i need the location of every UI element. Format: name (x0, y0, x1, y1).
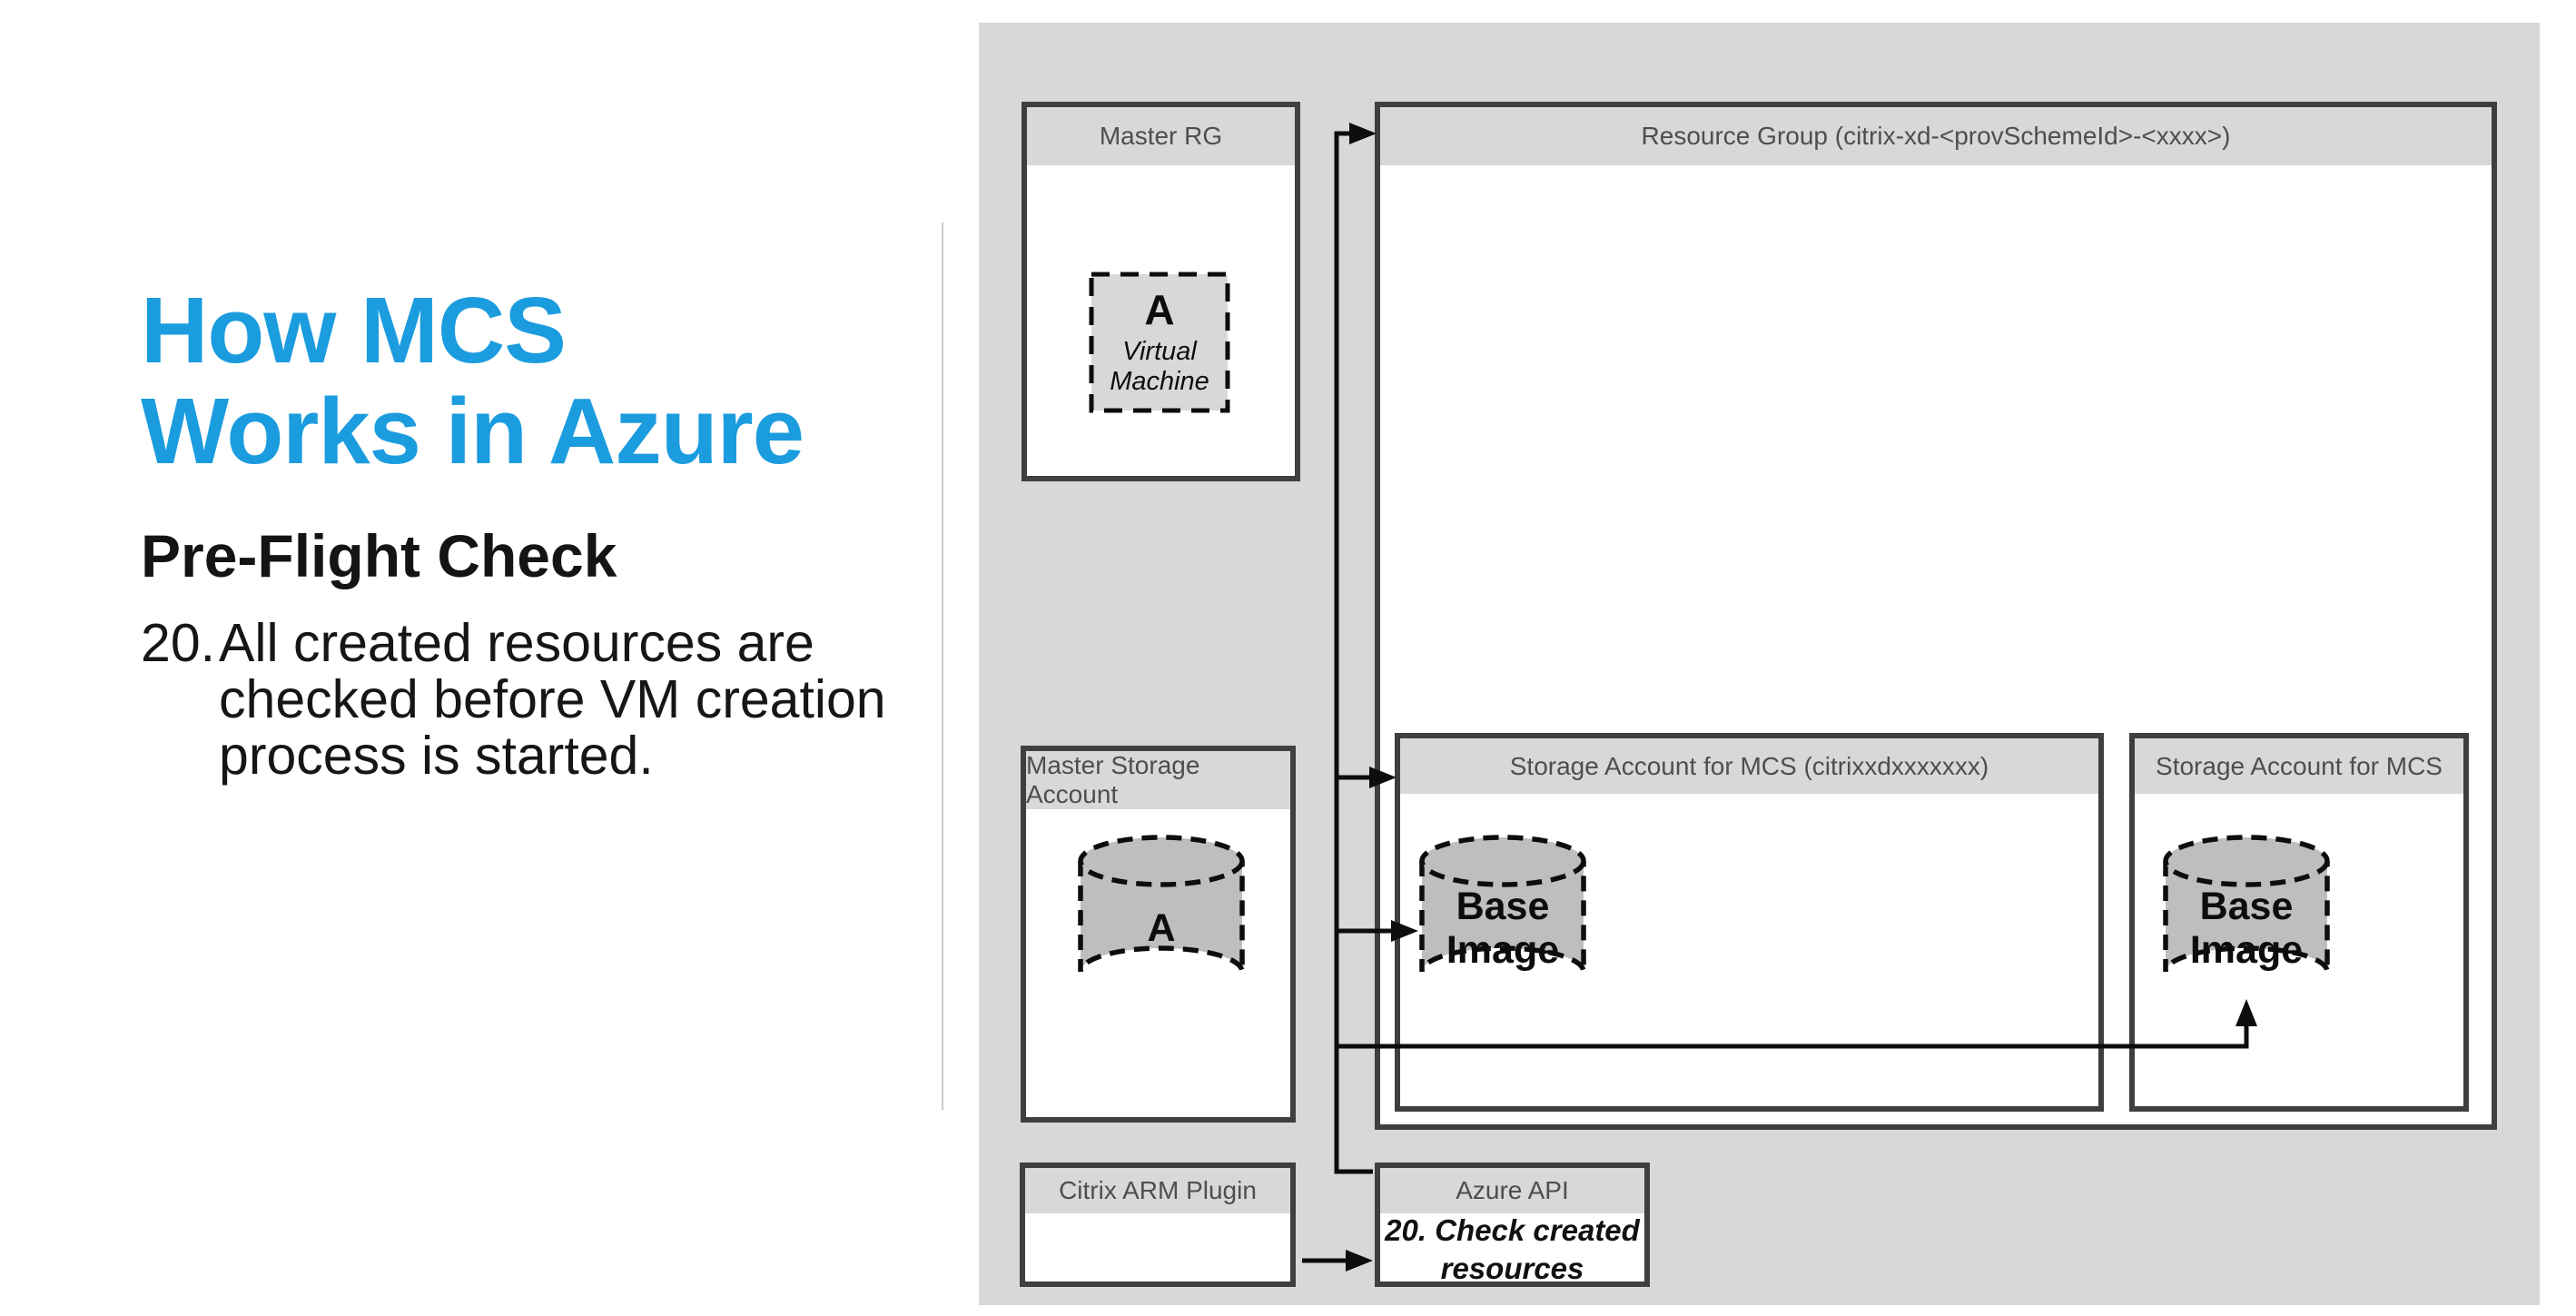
master-rg-header: Master RG (1027, 107, 1295, 165)
storage-account-mcs-secondary-header: Storage Account for MCS (2135, 738, 2463, 794)
base-image-cylinder-secondary: Base Image (2160, 830, 2333, 1003)
step-number: 20. (141, 613, 216, 673)
virtual-machine-node: A Virtual Machine (1088, 271, 1231, 414)
master-storage-account-title: Master Storage Account (1026, 751, 1200, 808)
master-rg-title: Master RG (1099, 122, 1223, 150)
base-image-label-secondary: Base Image (2189, 884, 2304, 972)
vm-content: A Virtual Machine (1088, 271, 1231, 414)
azure-api-note: 20. Check created resources (1385, 1213, 1640, 1285)
vm-letter: A (1144, 286, 1175, 334)
vm-caption: Virtual Machine (1110, 336, 1209, 397)
base-image-cylinder-main: Base Image (1416, 830, 1589, 1003)
step-description: All created resources are checked before… (219, 613, 886, 786)
cylinder-shape (2163, 835, 2330, 973)
citrix-arm-plugin-header: Citrix ARM Plugin (1025, 1168, 1290, 1213)
storage-account-mcs-main-title: Storage Account for MCS (citrixxdxxxxxxx… (1509, 751, 1989, 780)
master-vhd-label: A (1147, 905, 1176, 950)
citrix-arm-plugin-title: Citrix ARM Plugin (1059, 1176, 1257, 1204)
cylinder-shape (1419, 835, 1586, 973)
storage-account-mcs-main-header: Storage Account for MCS (citrixxdxxxxxxx… (1400, 738, 2098, 794)
citrix-arm-plugin-box: Citrix ARM Plugin (1020, 1163, 1296, 1287)
azure-api-box: Azure API (1375, 1163, 1650, 1287)
vm-dashed-rect-shape (1089, 272, 1230, 413)
page-title-line1: How MCS (141, 278, 567, 382)
storage-account-mcs-main-box: Storage Account for MCS (citrixxdxxxxxxx… (1395, 733, 2104, 1112)
slide-divider (942, 223, 943, 1110)
resource-group-title: Resource Group (citrix-xd-<provSchemeId>… (1641, 122, 2231, 150)
step-text-block: 20. All created resources are checked be… (141, 613, 886, 786)
resource-group-header: Resource Group (citrix-xd-<provSchemeId>… (1380, 107, 2492, 165)
azure-api-title: Azure API (1456, 1176, 1569, 1204)
slide-subtitle: Pre-Flight Check (141, 522, 617, 589)
master-vhd-cylinder: A (1075, 830, 1248, 1003)
page-title-line2: Works in Azure (141, 379, 804, 484)
cylinder-shape (1078, 835, 1245, 973)
azure-api-header: Azure API (1380, 1168, 1644, 1213)
base-image-label-main: Base Image (1446, 884, 1560, 972)
page-title: How MCS Works in Azure (141, 278, 804, 484)
storage-account-mcs-secondary-title: Storage Account for MCS (2156, 751, 2443, 780)
master-storage-account-header: Master Storage Account (1026, 751, 1290, 809)
